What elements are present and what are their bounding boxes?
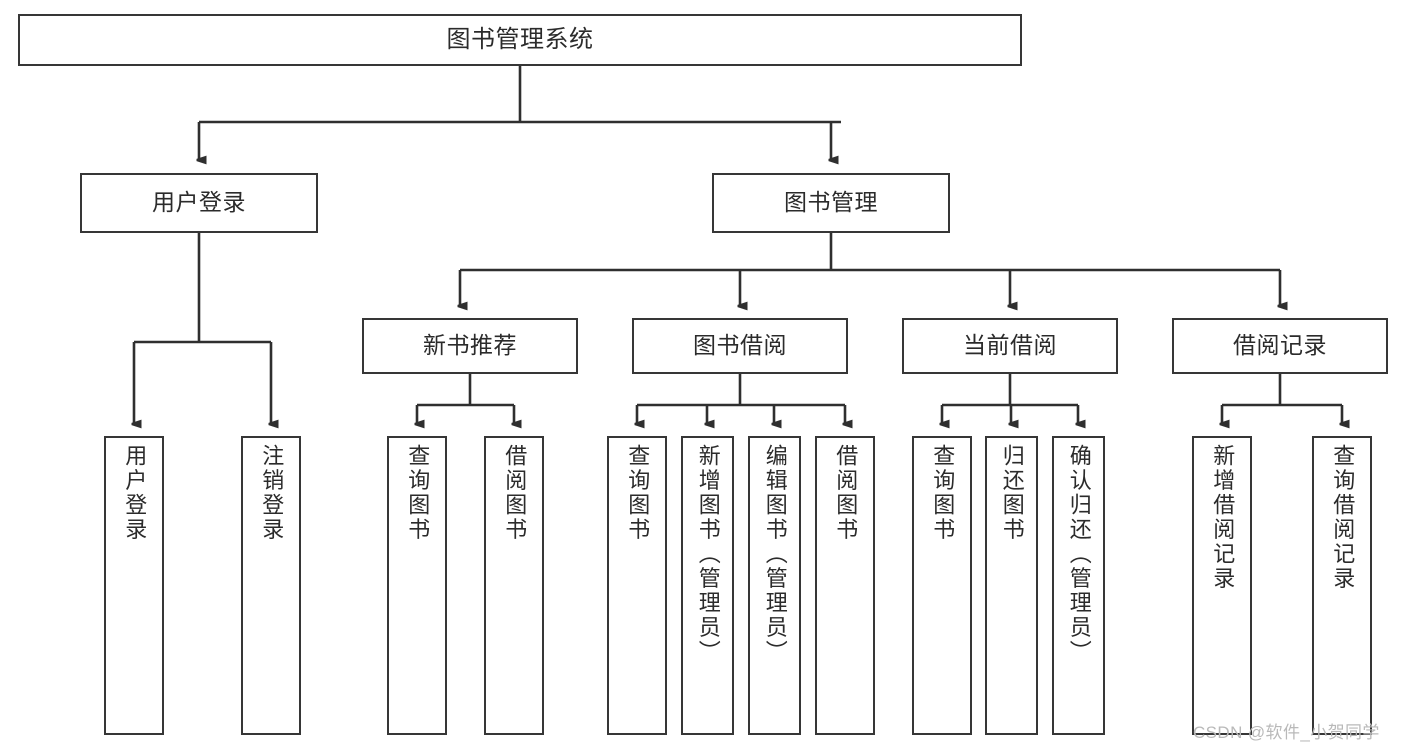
leaf-borrow-book[interactable]: 借阅图书 xyxy=(815,436,875,735)
node-borrow-record-label: 借阅记录 xyxy=(1233,332,1327,359)
node-book-manage-label: 图书管理 xyxy=(784,189,878,216)
node-borrow-record[interactable]: 借阅记录 xyxy=(1172,318,1388,374)
leaf-borrow-book-recommend-label: 借阅图书 xyxy=(502,444,528,542)
leaf-edit-book-label: 编辑图书（管理员） xyxy=(762,444,788,665)
node-user-login[interactable]: 用户登录 xyxy=(80,173,318,233)
leaf-confirm-return-label: 确认归还（管理员） xyxy=(1066,444,1092,665)
node-user-login-label: 用户登录 xyxy=(152,189,246,216)
leaf-query-borrow-record-label: 查询借阅记录 xyxy=(1330,444,1356,591)
node-book-borrow-label: 图书借阅 xyxy=(693,332,787,359)
leaf-query-book-recommend[interactable]: 查询图书 xyxy=(387,436,447,735)
leaf-edit-book[interactable]: 编辑图书（管理员） xyxy=(748,436,801,735)
node-book-borrow[interactable]: 图书借阅 xyxy=(632,318,848,374)
node-current-borrow-label: 当前借阅 xyxy=(963,332,1057,359)
leaf-query-book-current-label: 查询图书 xyxy=(930,444,956,542)
node-root[interactable]: 图书管理系统 xyxy=(18,14,1022,66)
leaf-query-book-current[interactable]: 查询图书 xyxy=(912,436,972,735)
leaf-add-borrow-record-label: 新增借阅记录 xyxy=(1210,444,1236,591)
leaf-user-login-label: 用户登录 xyxy=(122,444,148,542)
leaf-add-borrow-record[interactable]: 新增借阅记录 xyxy=(1192,436,1252,735)
node-new-book-recommend[interactable]: 新书推荐 xyxy=(362,318,578,374)
leaf-borrow-book-recommend[interactable]: 借阅图书 xyxy=(484,436,544,735)
node-book-manage[interactable]: 图书管理 xyxy=(712,173,950,233)
leaf-query-borrow-record[interactable]: 查询借阅记录 xyxy=(1312,436,1372,735)
leaf-query-book-borrow[interactable]: 查询图书 xyxy=(607,436,667,735)
leaf-return-book-label: 归还图书 xyxy=(999,444,1025,542)
leaf-confirm-return[interactable]: 确认归还（管理员） xyxy=(1052,436,1105,735)
leaf-logout-label: 注销登录 xyxy=(259,444,285,542)
node-root-label: 图书管理系统 xyxy=(446,25,594,53)
leaf-return-book[interactable]: 归还图书 xyxy=(985,436,1038,735)
leaf-query-book-borrow-label: 查询图书 xyxy=(625,444,651,542)
node-new-book-recommend-label: 新书推荐 xyxy=(423,332,517,359)
leaf-add-book[interactable]: 新增图书（管理员） xyxy=(681,436,734,735)
leaf-user-login[interactable]: 用户登录 xyxy=(104,436,164,735)
leaf-borrow-book-label: 借阅图书 xyxy=(833,444,859,542)
leaf-query-book-recommend-label: 查询图书 xyxy=(405,444,431,542)
watermark-text: CSDN @软件_小贺同学 xyxy=(1193,723,1380,742)
leaf-add-book-label: 新增图书（管理员） xyxy=(695,444,721,665)
leaf-logout[interactable]: 注销登录 xyxy=(241,436,301,735)
node-current-borrow[interactable]: 当前借阅 xyxy=(902,318,1118,374)
watermark: CSDN @软件_小贺同学 xyxy=(1193,718,1380,743)
